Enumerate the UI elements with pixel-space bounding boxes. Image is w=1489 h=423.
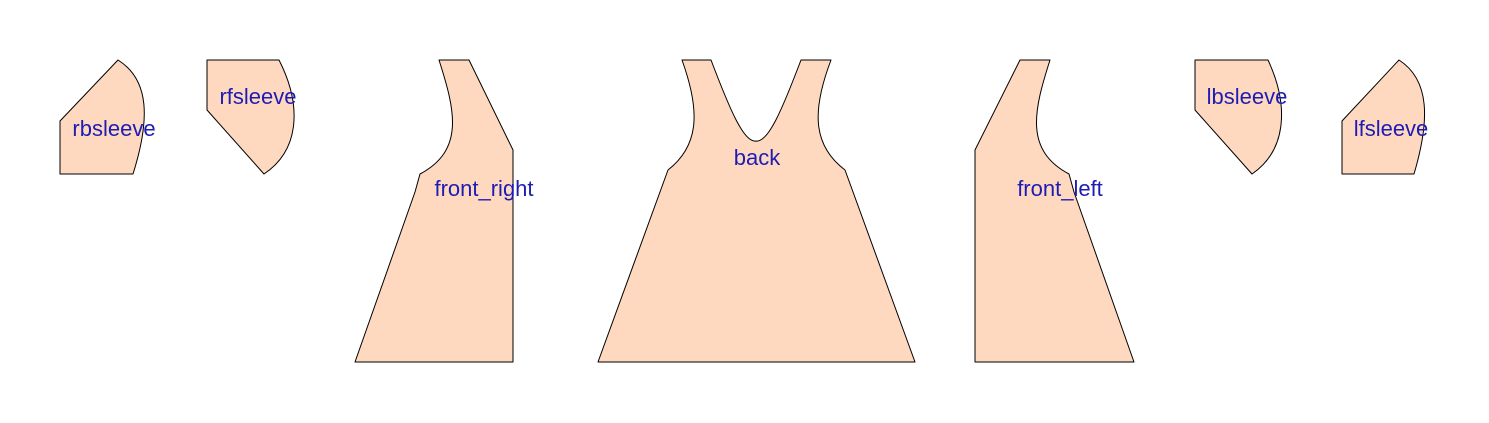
piece-front-right: front_right — [354, 59, 534, 363]
lfsleeve-label: lfsleeve — [1354, 116, 1429, 141]
front-left-label: front_left — [1017, 176, 1103, 201]
lfsleeve-shape — [1341, 59, 1426, 175]
rfsleeve-shape — [206, 59, 295, 175]
piece-lfsleeve: lfsleeve — [1341, 59, 1429, 175]
lbsleeve-shape — [1194, 59, 1283, 175]
back-label: back — [734, 145, 781, 170]
rbsleeve-label: rbsleeve — [72, 116, 155, 141]
piece-rbsleeve: rbsleeve — [59, 59, 156, 175]
piece-back: back — [597, 59, 916, 363]
lbsleeve-label: lbsleeve — [1207, 84, 1288, 109]
rfsleeve-label: rfsleeve — [219, 84, 296, 109]
piece-front-left: front_left — [974, 59, 1135, 363]
piece-rfsleeve: rfsleeve — [206, 59, 297, 175]
rbsleeve-shape — [59, 59, 145, 175]
piece-lbsleeve: lbsleeve — [1194, 59, 1288, 175]
back-shape — [597, 59, 916, 363]
front-left-shape — [974, 59, 1135, 363]
front-right-shape — [354, 59, 514, 363]
front-right-label: front_right — [434, 176, 533, 201]
